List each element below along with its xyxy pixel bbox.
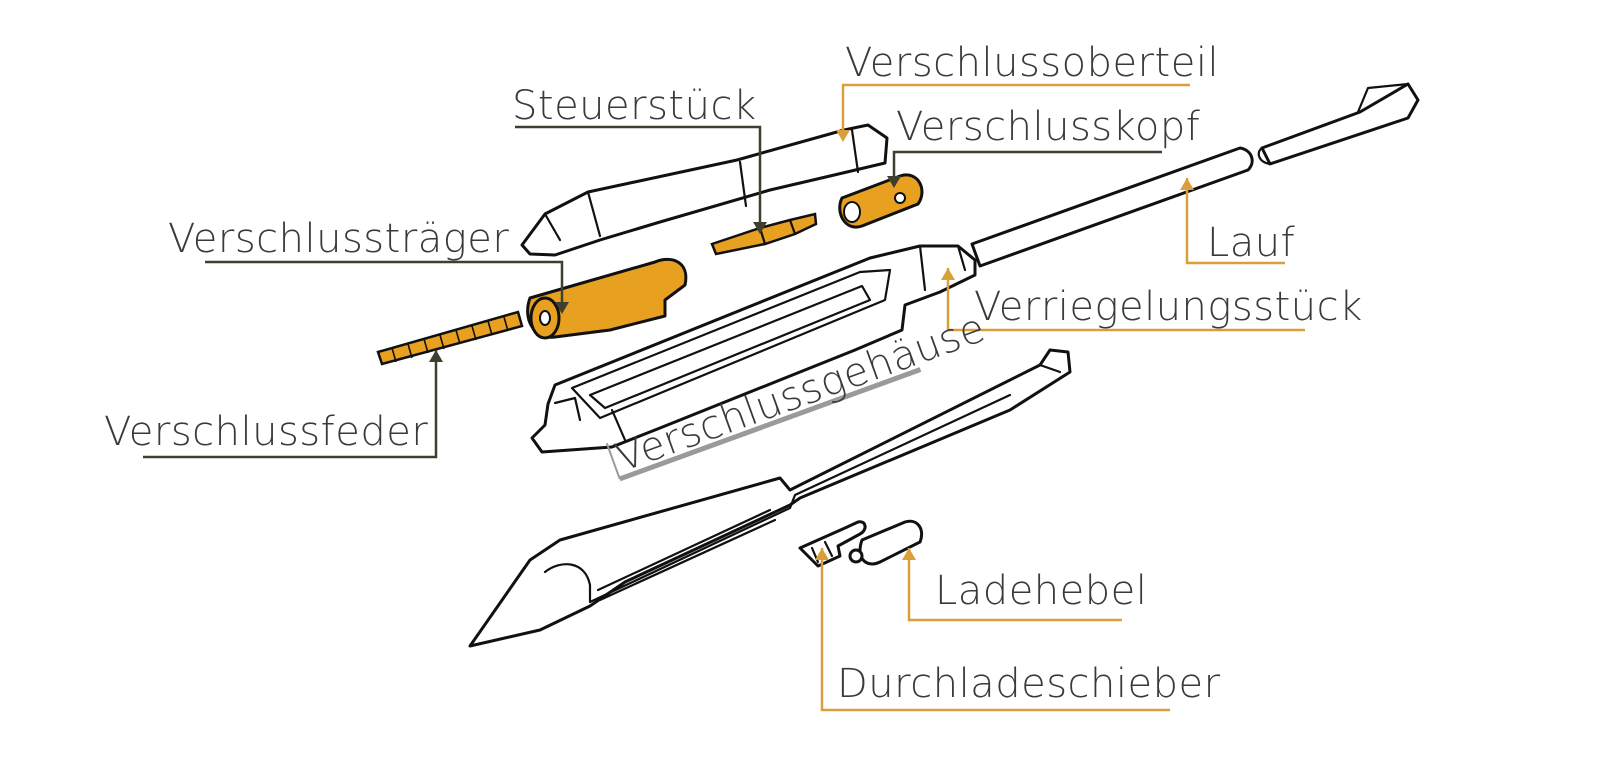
leader-ladehebel: [907, 548, 1122, 622]
part-verschlussgehaeuse: [530, 244, 977, 454]
label-verschlusskopf: Verschlusskopf: [896, 104, 1200, 150]
label-verschlussfeder: Verschlussfeder: [104, 409, 428, 455]
arrow-steuerstueck: [753, 222, 767, 234]
label-lauf: Lauf: [1207, 220, 1295, 266]
arrow-verschlussoberteil: [836, 130, 850, 142]
leader-lauf: [1185, 178, 1285, 265]
label-verschlusstraeger: Verschlussträger: [168, 216, 509, 262]
leader-durchladeschieber: [820, 548, 1170, 712]
arrow-verschlusskopf: [887, 176, 901, 188]
arrow-verriegelungsstueck: [941, 268, 955, 280]
label-verschlussoberteil: Verschlussoberteil: [845, 40, 1219, 86]
part-verschlussfeder: [376, 310, 524, 366]
leader-verschlusstraeger: [205, 260, 564, 312]
tick-verschlussgehaeuse: [605, 442, 621, 480]
part-lauf: [970, 82, 1420, 268]
arrow-lauf: [1180, 178, 1194, 190]
arrow-durchladeschieber: [815, 548, 829, 560]
label-verriegelungsstueck: Verriegelungsstück: [974, 284, 1363, 330]
arrow-ladehebel: [902, 548, 916, 560]
part-steuerstueck: [710, 212, 818, 256]
leader-steuerstueck: [515, 125, 762, 232]
label-steuerstueck: Steuerstück: [512, 83, 757, 129]
label-ladehebel: Ladehebel: [935, 568, 1147, 614]
part-verschlusskopf: [838, 173, 924, 229]
part-verschlussoberteil: [520, 123, 889, 257]
part-lower-frame: [468, 348, 1072, 648]
underline-verschlussgehaeuse: [618, 367, 922, 482]
arrow-verschlussfeder: [429, 350, 443, 362]
leader-verschlussoberteil: [841, 83, 1190, 140]
leader-verriegelungsstueck: [946, 268, 1305, 332]
part-verschlusstraeger: [526, 257, 688, 340]
leader-verschlusskopf: [892, 150, 1162, 186]
leader-verschlussfeder: [143, 350, 438, 459]
part-ladehebel: [848, 519, 924, 566]
label-durchladeschieber: Durchladeschieber: [837, 661, 1221, 707]
arrow-verschlusstraeger: [555, 302, 569, 314]
